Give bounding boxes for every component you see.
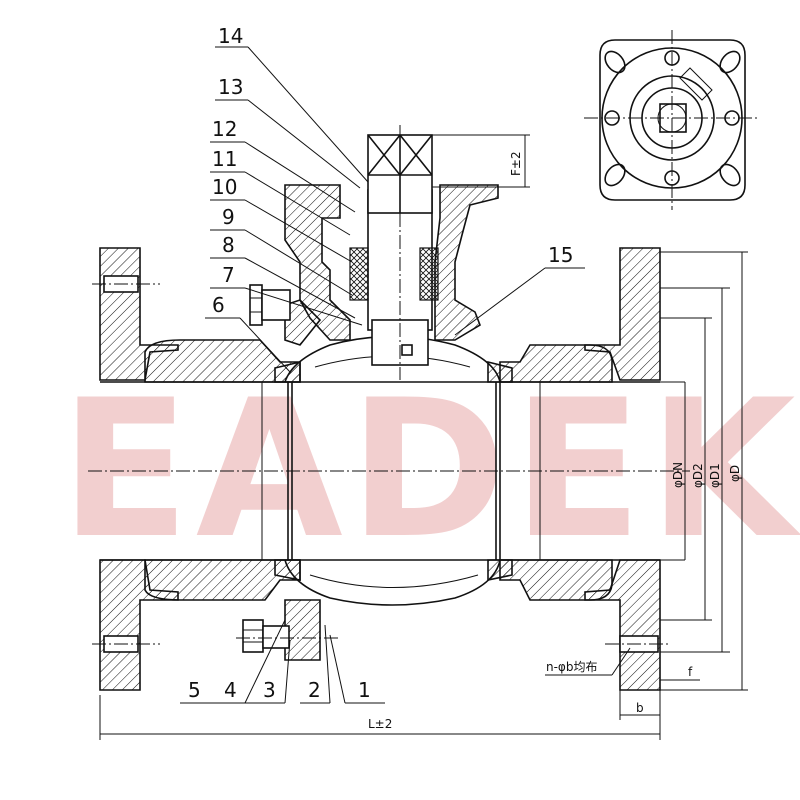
dim-bolt-holes: n-φb均布: [546, 660, 597, 674]
callout-leaders: [180, 46, 585, 704]
callout-11: 11: [212, 147, 237, 171]
valve-stem: [367, 125, 433, 380]
dimension-labels: L±2 F±2 φDN φD2 φD1 φD n-φb均布 f b: [368, 151, 742, 731]
dim-stem-height: F±2: [509, 151, 523, 176]
dim-dn: φDN: [671, 462, 685, 488]
valve-ball: [274, 335, 513, 606]
callout-6: 6: [212, 293, 225, 317]
callout-2: 2: [308, 678, 321, 702]
dim-f: f: [688, 665, 693, 679]
bolt-top: [249, 284, 291, 326]
callout-8: 8: [222, 233, 235, 257]
callout-13: 13: [218, 75, 243, 99]
callout-15: 15: [548, 243, 573, 267]
callout-12: 12: [212, 117, 237, 141]
watermark-text: EADEK: [60, 359, 800, 580]
callout-10: 10: [212, 175, 237, 199]
dim-length: L±2: [368, 717, 392, 731]
dim-b: b: [636, 701, 644, 715]
dim-d: φD: [728, 465, 742, 482]
callout-9: 9: [222, 205, 235, 229]
left-body: [144, 299, 322, 661]
dim-d2: φD2: [691, 463, 705, 488]
flow-bore: [88, 381, 690, 561]
callout-5: 5: [188, 678, 201, 702]
callout-1: 1: [358, 678, 371, 702]
callout-3: 3: [263, 678, 276, 702]
dimension-lines: [99, 134, 748, 740]
dim-d1: φD1: [708, 463, 722, 488]
right-body: [499, 344, 613, 601]
callout-numbers: 14 13 12 11 10 9 8 7 6 15 5 4 3 2 1: [188, 24, 573, 702]
top-view: [584, 30, 760, 210]
callout-4: 4: [224, 678, 237, 702]
callout-7: 7: [222, 263, 235, 287]
callout-14: 14: [218, 24, 243, 48]
bolt-bottom: [236, 619, 340, 653]
